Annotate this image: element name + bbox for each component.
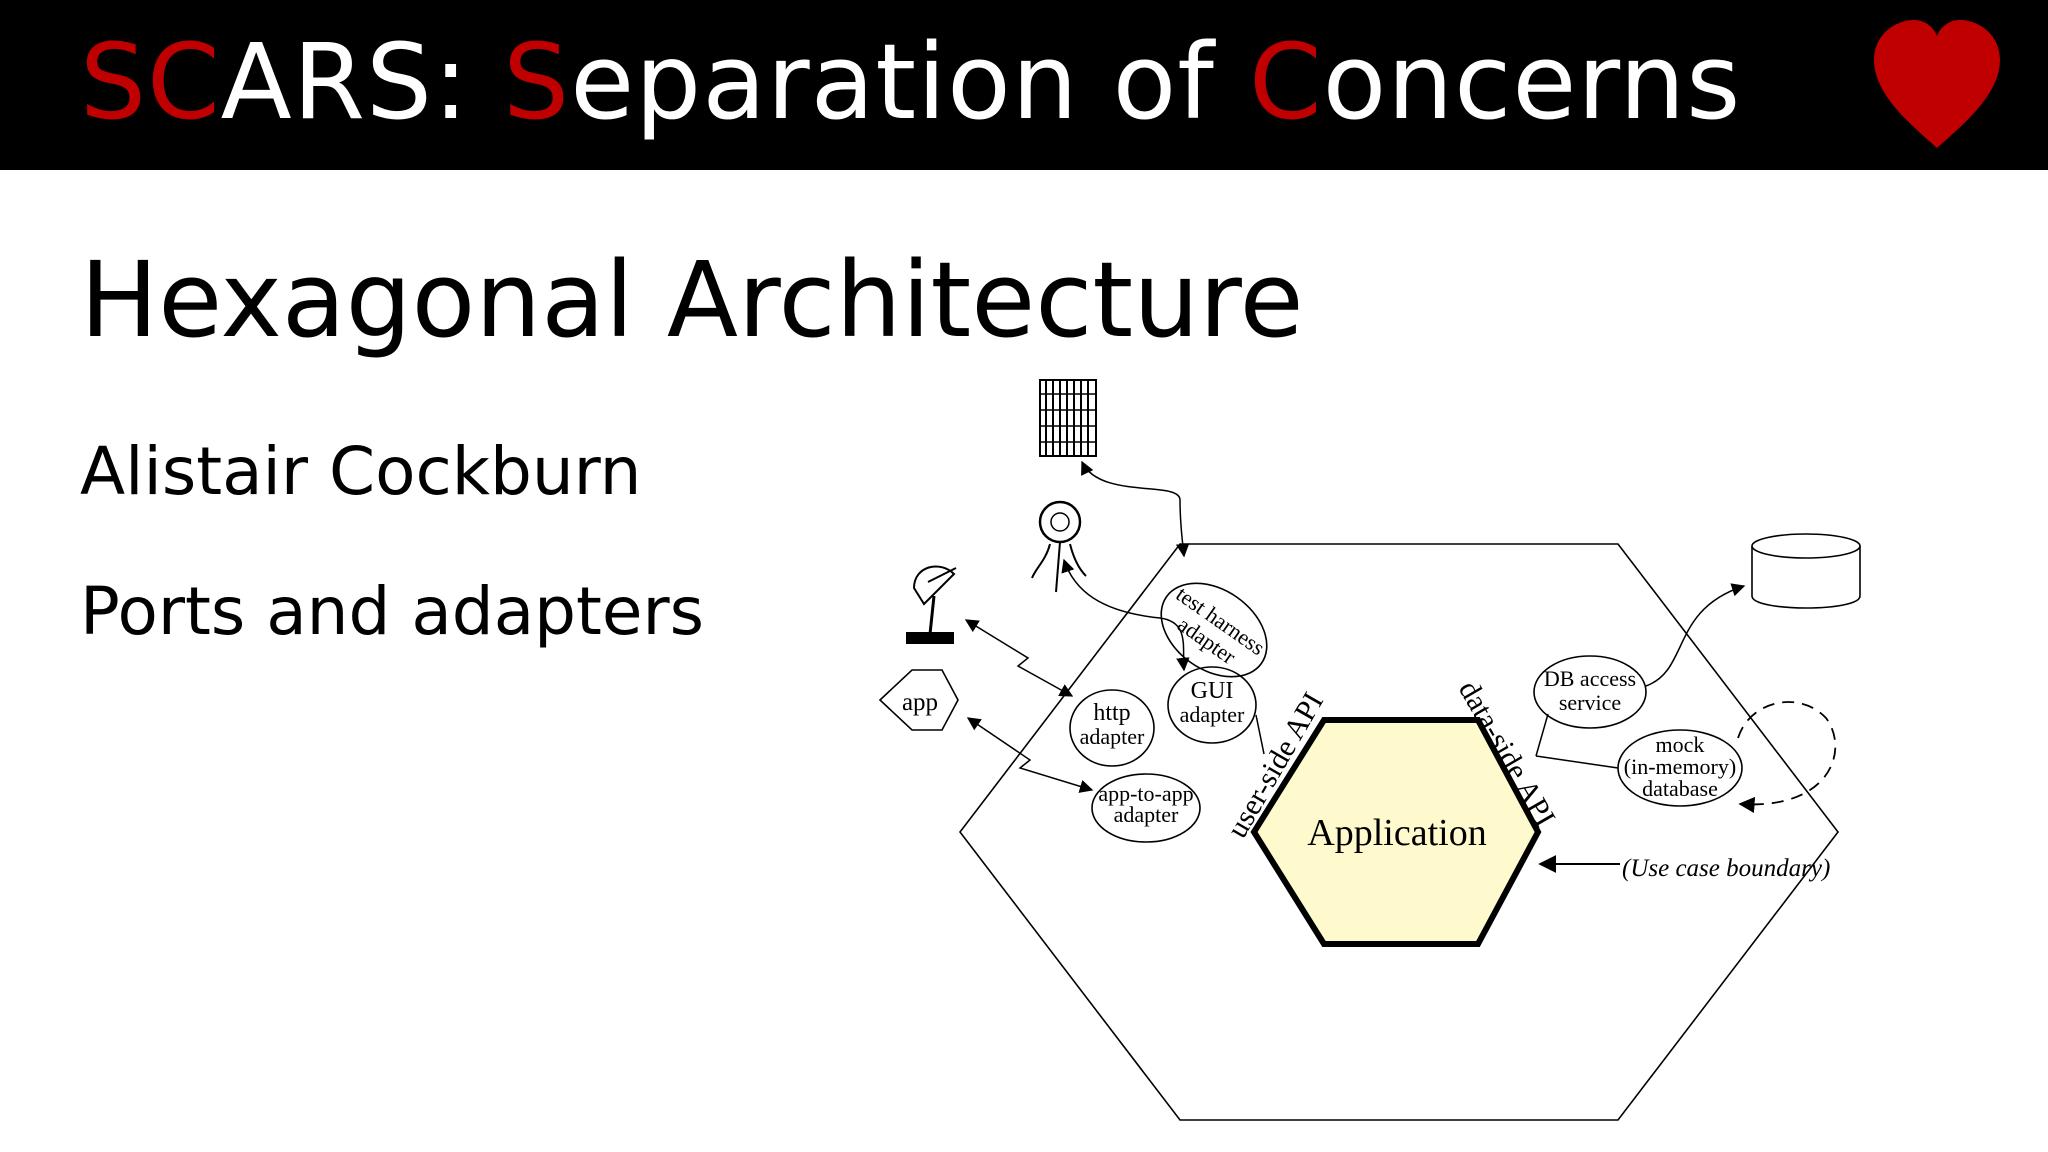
- boundary-note: (Use case boundary): [1622, 855, 1830, 882]
- bullet-author: Alistair Cockburn: [80, 433, 642, 510]
- user-icon: [1031, 500, 1087, 593]
- http-label-1: http: [1093, 700, 1130, 726]
- app-to-app-adapter: app-to-app adapter: [1091, 773, 1201, 843]
- title-letter-c: C: [147, 21, 221, 143]
- mock-to-app-line: [1535, 755, 1619, 769]
- app-to-app-label-1: app-to-app: [1098, 781, 1193, 806]
- db-access-service: DB access service: [1533, 655, 1647, 729]
- app-node-label: app: [902, 689, 938, 716]
- database-cylinder-icon: [1751, 533, 1861, 609]
- gui-label-2: adapter: [1180, 702, 1245, 727]
- http-label-2: adapter: [1080, 724, 1145, 749]
- title-letter-s: S: [80, 21, 148, 143]
- db-access-label-2: service: [1559, 690, 1621, 715]
- gui-adapter: GUI adapter: [1167, 666, 1257, 744]
- gui-to-app-line: [1255, 714, 1265, 755]
- app-to-app-label-2: adapter: [1114, 802, 1179, 827]
- title-letter-s-2: S: [503, 21, 571, 143]
- title-letter-c-2: C: [1248, 21, 1323, 143]
- mock-db-label-2: (in-memory): [1624, 754, 1736, 779]
- mock-database: mock (in-memory) database: [1617, 729, 1743, 807]
- arrow-dish-to-http: [964, 619, 1074, 697]
- slide-header: SCARS: Separation of Concerns: [0, 0, 2048, 170]
- test-harness-adapter: test harness adapter: [1160, 581, 1270, 678]
- gui-label-1: GUI: [1191, 678, 1234, 704]
- bullet-ports-adapters: Ports and adapters: [80, 573, 705, 650]
- outer-hexagon: [958, 543, 1840, 1121]
- mock-db-label-3: database: [1642, 776, 1718, 801]
- arrow-user-to-gui: [1061, 558, 1190, 672]
- slide-header-title: SCARS: Separation of Concerns: [80, 12, 1741, 152]
- title-text-separation: eparation of: [570, 21, 1249, 143]
- satellite-dish-icon: [906, 565, 957, 644]
- arrow-db-access-to-db: [1645, 583, 1746, 687]
- app-node: app: [878, 669, 959, 731]
- arrow-grid-to-test-harness: [1081, 460, 1190, 558]
- heart-icon: [1874, 20, 2000, 148]
- slide-title: Hexagonal Architecture: [80, 239, 1304, 361]
- title-text-oncerns: oncerns: [1322, 21, 1742, 143]
- mock-db-loop: [1737, 701, 1837, 814]
- db-access-label-1: DB access: [1544, 666, 1636, 691]
- arrow-app-to-app-to-app: [966, 717, 1094, 793]
- hexagonal-architecture-diagram: Application user-side API data-side API …: [878, 379, 1861, 1121]
- application-label: Application: [1307, 812, 1486, 854]
- http-adapter: http adapter: [1069, 689, 1155, 767]
- mock-db-label-1: mock: [1656, 732, 1705, 757]
- test-grid-icon: [1039, 379, 1097, 457]
- db-access-to-app-line: [1535, 713, 1549, 757]
- title-text-ars: ARS:: [220, 21, 504, 143]
- application-hexagon: Application: [1250, 717, 1542, 947]
